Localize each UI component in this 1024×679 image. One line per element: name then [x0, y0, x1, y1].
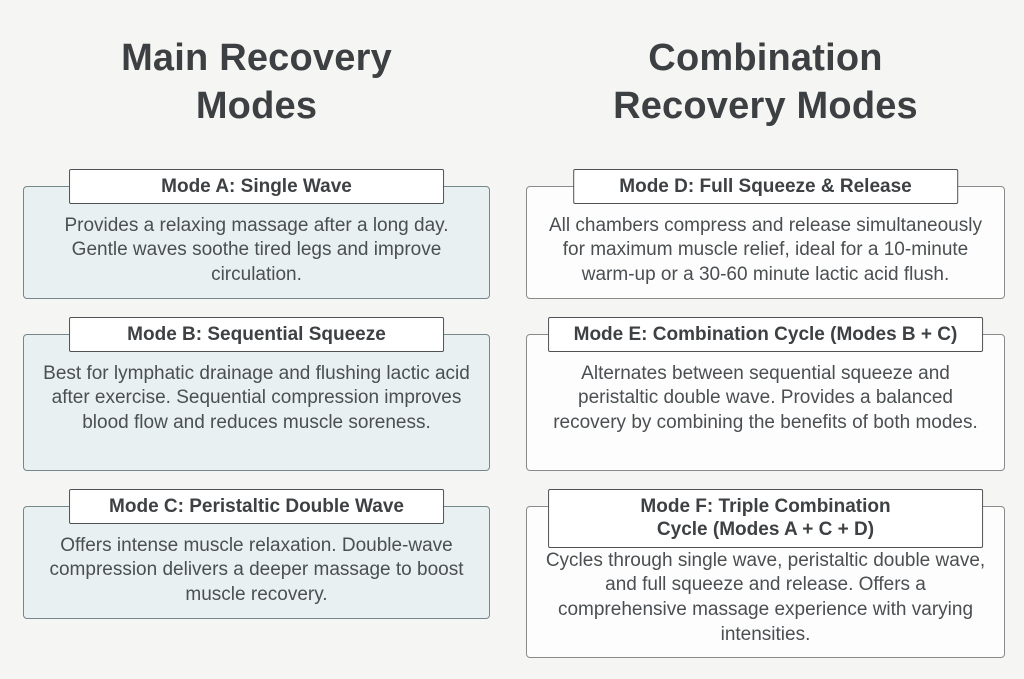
card-mode-b-description: Best for lymphatic drainage and flushing… [23, 333, 490, 471]
card-mode-a-title: Mode A: Single Wave [68, 168, 445, 205]
card-mode-e-description: Alternates between sequential squeeze an… [526, 333, 1005, 471]
main-recovery-modes-heading: Main Recovery Modes [121, 37, 392, 128]
card-mode-c: Mode C: Peristaltic Double Wave Offers i… [23, 488, 490, 619]
card-mode-e-title: Mode E: Combination Cycle (Modes B + C) [547, 316, 984, 353]
card-mode-d-title: Mode D: Full Squeeze & Release [572, 168, 959, 205]
combination-recovery-modes-heading: Combination Recovery Modes [613, 37, 918, 128]
card-mode-f-title: Mode F: Triple Combination Cycle (Modes … [547, 488, 984, 549]
card-mode-b: Mode B: Sequential Squeeze Best for lymp… [23, 316, 490, 471]
card-mode-f: Mode F: Triple Combination Cycle (Modes … [526, 488, 1005, 659]
card-mode-a: Mode A: Single Wave Provides a relaxing … [23, 168, 490, 299]
column-main-recovery-modes: Main Recovery Modes Mode A: Single Wave … [23, 0, 490, 679]
column-combination-recovery-modes: Combination Recovery Modes Mode D: Full … [526, 0, 1005, 679]
card-mode-c-title: Mode C: Peristaltic Double Wave [68, 488, 445, 525]
card-mode-e: Mode E: Combination Cycle (Modes B + C) … [526, 316, 1005, 471]
card-mode-a-description: Provides a relaxing massage after a long… [23, 185, 490, 299]
card-mode-d: Mode D: Full Squeeze & Release All chamb… [526, 168, 1005, 299]
card-mode-b-title: Mode B: Sequential Squeeze [68, 316, 445, 353]
